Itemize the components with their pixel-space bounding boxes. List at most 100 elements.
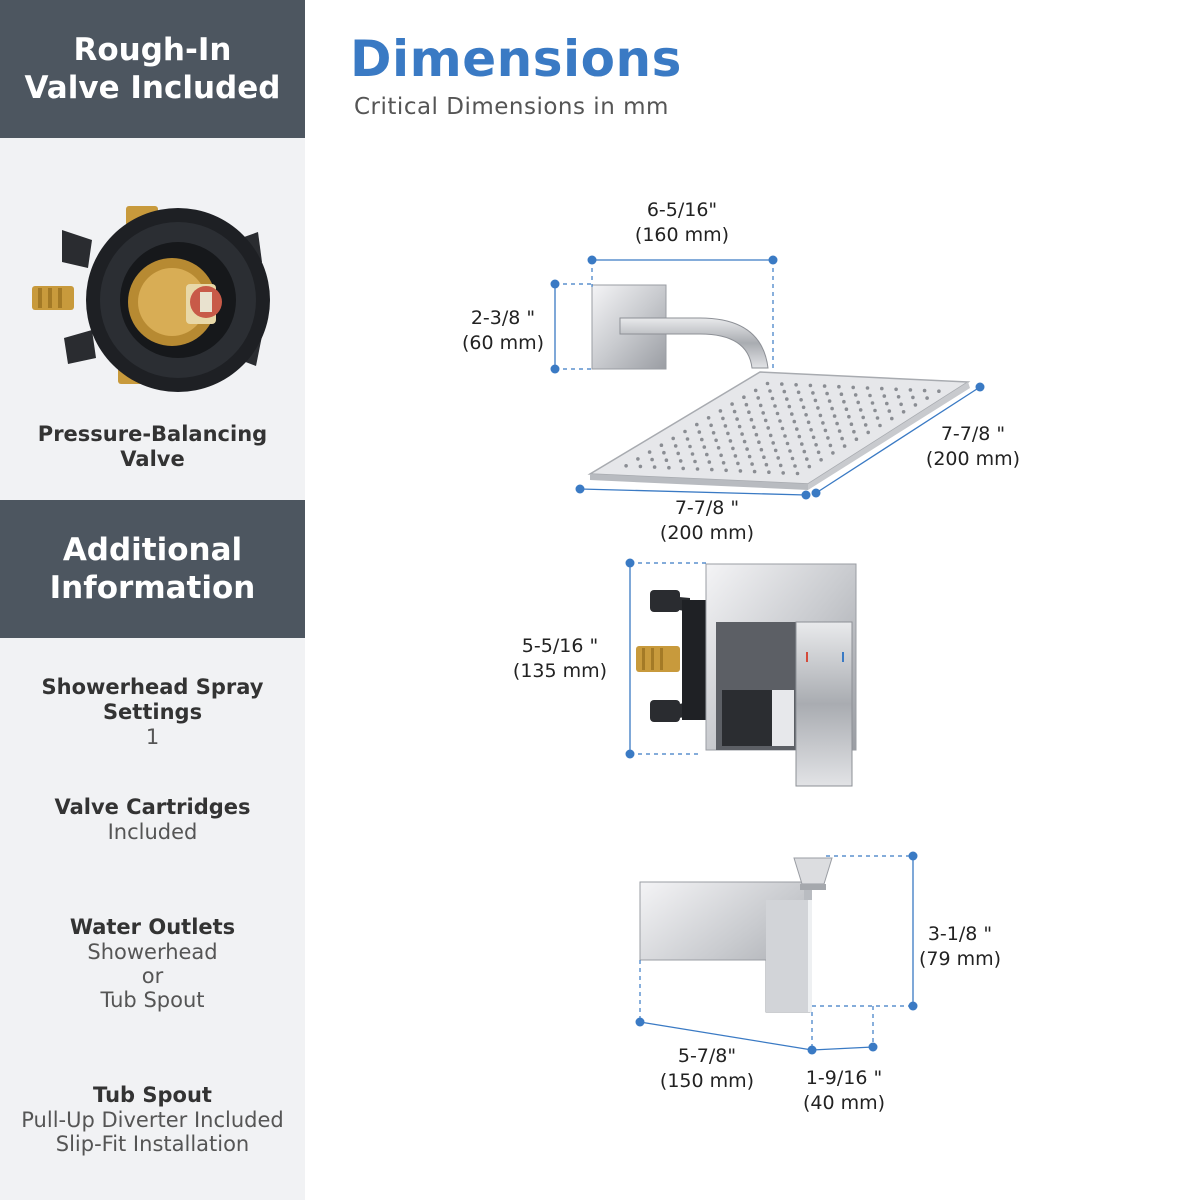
- nozzle-icon: [768, 389, 772, 393]
- nozzle-icon: [828, 443, 833, 448]
- nozzle-icon: [908, 388, 913, 392]
- info-item-value-line: or: [141, 964, 164, 988]
- nozzle-icon: [737, 424, 742, 429]
- nozzle-icon: [773, 448, 778, 453]
- nozzle-icon: [835, 421, 839, 426]
- nozzle-icon: [827, 399, 832, 403]
- nozzle-icon: [636, 457, 640, 461]
- nozzle-icon: [781, 471, 785, 475]
- nozzle-icon: [922, 388, 927, 393]
- nozzle-icon: [764, 462, 769, 467]
- nozzle-icon: [695, 422, 699, 427]
- nozzle-icon: [826, 436, 830, 440]
- nozzle-icon: [705, 452, 709, 457]
- nozzle-icon: [763, 418, 768, 423]
- dim-metric: (150 mm): [659, 1070, 755, 1092]
- nozzle-icon: [709, 423, 713, 428]
- nozzle-icon: [724, 468, 728, 473]
- nozzle-icon: [767, 470, 771, 475]
- nozzle-icon: [759, 447, 764, 452]
- nozzle-icon: [797, 434, 802, 439]
- info-item-title-line: Valve Cartridges: [54, 795, 251, 819]
- nozzle-icon: [799, 398, 803, 402]
- nozzle-icon: [788, 449, 792, 453]
- dim-head-depth: 7-7/8 " (200 mm): [918, 422, 1028, 472]
- info-item-title: Water Outlets: [0, 915, 305, 940]
- nozzle-icon: [735, 417, 739, 421]
- nozzle-icon: [778, 463, 783, 468]
- nozzle-icon: [831, 451, 835, 455]
- info-item-title: Valve Cartridges: [0, 795, 305, 820]
- nozzle-icon: [728, 439, 733, 443]
- nozzle-icon: [740, 432, 744, 436]
- nozzle-icon: [726, 431, 730, 436]
- nozzle-icon: [685, 437, 690, 441]
- nozzle-icon: [667, 465, 671, 470]
- nozzle-icon: [738, 469, 743, 473]
- nozzle-icon: [801, 405, 806, 410]
- dim-spout-height: 3-1/8 " (79 mm): [910, 922, 1010, 972]
- nozzle-icon: [690, 452, 695, 456]
- dim-spout-depth: 1-9/16 " (40 mm): [792, 1066, 896, 1116]
- dim-imperial: 1-9/16 ": [805, 1067, 883, 1089]
- dim-spout-length: 5-7/8" (150 mm): [652, 1044, 762, 1094]
- nozzle-icon: [911, 395, 915, 400]
- nozzle-icon: [780, 382, 784, 386]
- nozzle-icon: [683, 429, 687, 434]
- dim-imperial: 2-3/8 ": [470, 307, 536, 329]
- nozzle-icon: [659, 443, 664, 448]
- nozzle-icon: [807, 464, 812, 469]
- nozzle-icon: [766, 426, 770, 430]
- nozzle-icon: [723, 424, 728, 428]
- nozzle-icon: [873, 408, 877, 413]
- info-item-valve-cartridges: Valve Cartridges Included: [0, 795, 305, 844]
- nozzle-icon: [819, 458, 823, 462]
- nozzle-icon: [866, 430, 870, 435]
- info-item-title: Tub Spout: [0, 1083, 305, 1108]
- nozzle-icon: [762, 455, 766, 460]
- info-item-value-line: 1: [145, 725, 160, 749]
- valve-trim-icon: [636, 563, 857, 787]
- info-item-value-line: Showerhead: [87, 940, 218, 964]
- nozzle-icon: [854, 437, 859, 442]
- info-item-value: Pull-Up Diverter Included Slip-Fit Insta…: [0, 1108, 305, 1156]
- nozzle-icon: [673, 444, 678, 448]
- nozzle-icon: [695, 467, 700, 471]
- nozzle-icon: [707, 460, 712, 464]
- nozzle-icon: [761, 411, 765, 415]
- nozzle-icon: [758, 403, 763, 408]
- dim-imperial: 3-1/8 ": [927, 923, 993, 945]
- nozzle-icon: [802, 449, 807, 454]
- nozzle-icon: [885, 401, 889, 406]
- dim-flange-height: 2-3/8 " (60 mm): [448, 306, 558, 356]
- nozzle-icon: [721, 461, 726, 465]
- nozzle-icon: [771, 441, 775, 445]
- nozzle-icon: [756, 396, 760, 400]
- nozzle-icon: [813, 398, 818, 403]
- page-title: Dimensions: [350, 30, 682, 88]
- dim-imperial: 6-5/16": [646, 199, 718, 221]
- nozzle-icon: [745, 447, 749, 451]
- info-item-title-line: Water Outlets: [69, 915, 236, 939]
- info-section-header: Additional Information: [0, 500, 305, 638]
- nozzle-icon: [776, 456, 780, 460]
- nozzle-icon: [809, 428, 813, 432]
- nozzle-icon: [899, 402, 903, 407]
- nozzle-icon: [732, 409, 737, 414]
- nozzle-icon: [678, 459, 683, 463]
- nozzle-icon: [624, 464, 628, 468]
- nozzle-icon: [736, 461, 740, 466]
- nozzle-icon: [823, 428, 828, 433]
- nozzle-icon: [792, 419, 797, 424]
- nozzle-icon: [821, 421, 825, 425]
- valve-caption-line-2: Valve: [120, 447, 185, 471]
- nozzle-icon: [825, 391, 829, 396]
- nozzle-icon: [822, 384, 827, 388]
- nozzle-icon: [731, 446, 735, 451]
- nozzle-icon: [880, 386, 884, 391]
- info-item-spray-settings: Showerhead Spray Settings 1: [0, 675, 305, 749]
- nozzle-icon: [785, 397, 789, 401]
- nozzle-icon: [710, 467, 714, 472]
- dim-metric: (40 mm): [802, 1092, 886, 1114]
